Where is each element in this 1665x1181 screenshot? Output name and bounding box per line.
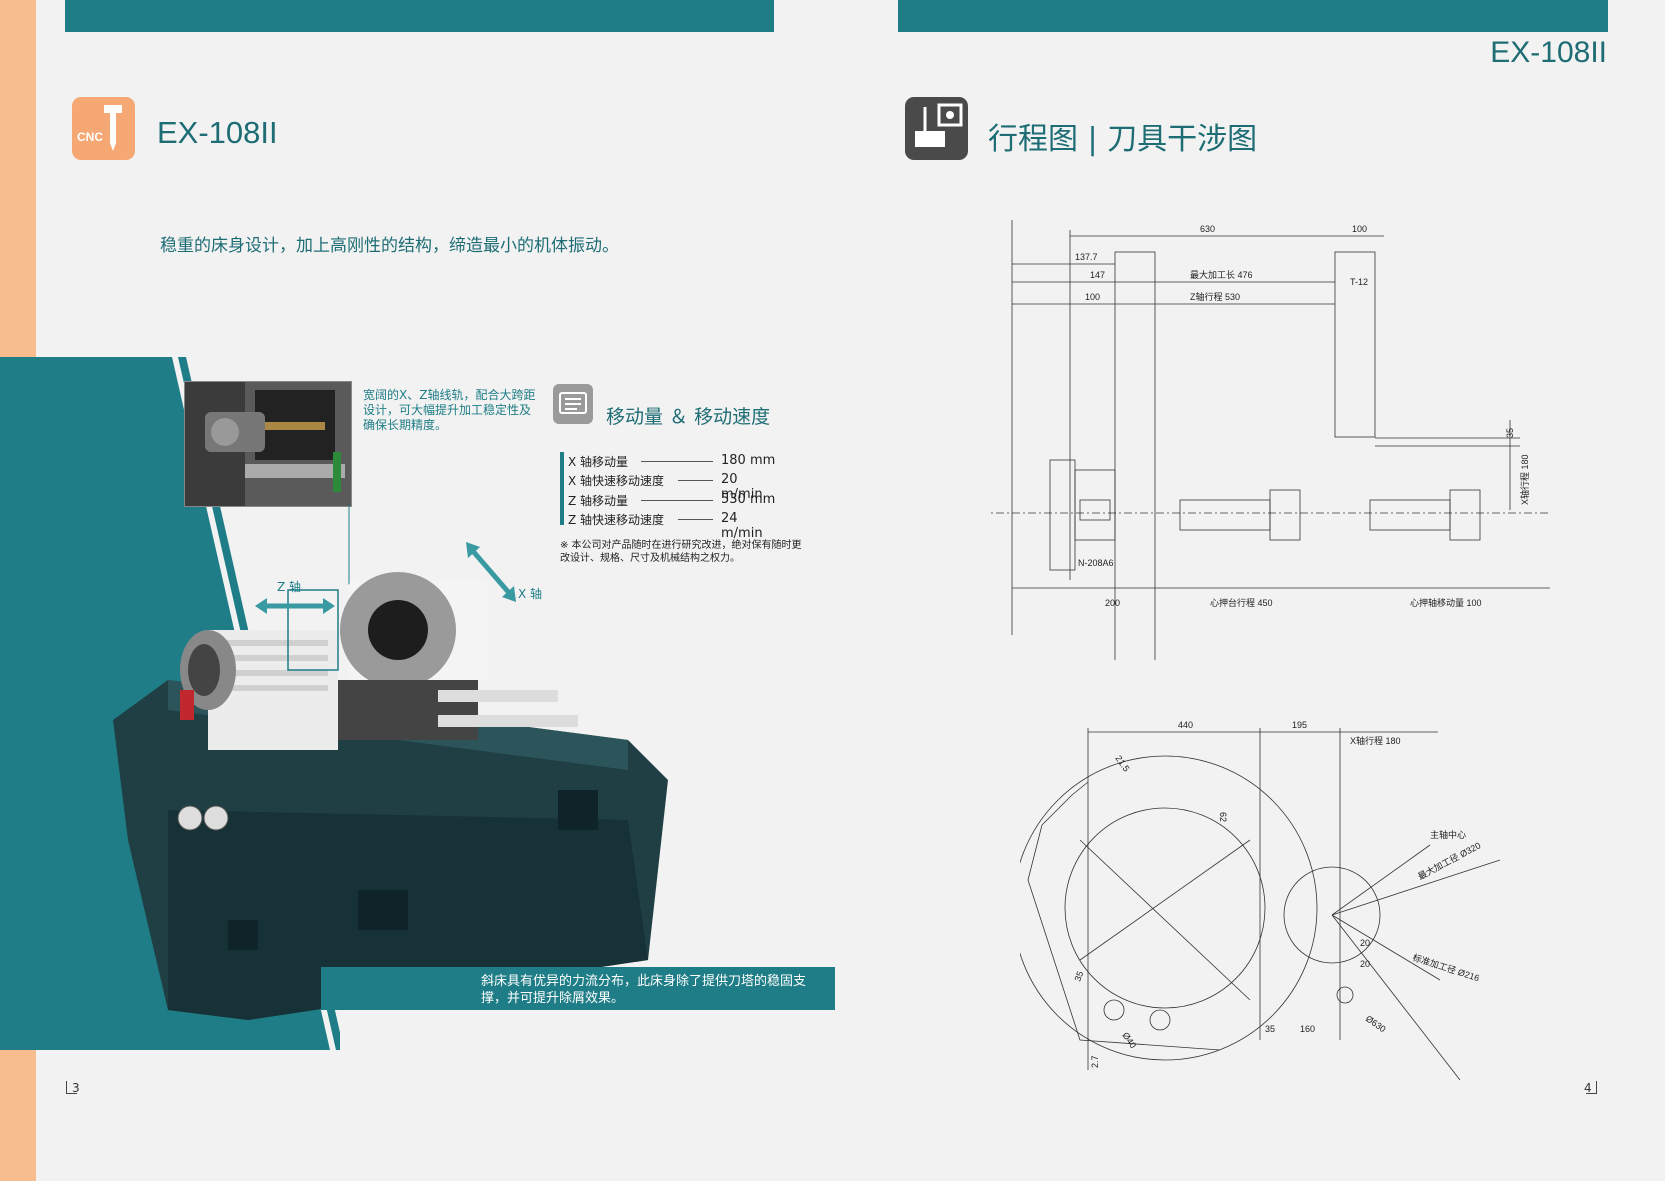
page-number-right: 4: [1584, 1081, 1592, 1095]
spec-value: 180 mm: [721, 453, 776, 468]
diagram-section-icon: [905, 97, 968, 160]
tool-t12: T-12: [1350, 277, 1368, 287]
spec-label: Z 轴快速移动速度: [568, 513, 665, 527]
dim-35a: 35: [1072, 970, 1085, 983]
spec-row: X 轴快速移动速度 20 m/min: [568, 472, 783, 502]
z-axis-arrow: [255, 598, 335, 614]
spec-leader: [678, 519, 713, 520]
dim-tailstock-stroke: 心押台行程 450: [1210, 597, 1273, 608]
page-mark-left: [66, 1081, 77, 1094]
dim-137: 137.7: [1075, 252, 1098, 262]
spec-label: X 轴移动量: [568, 455, 629, 469]
spec-leader: [641, 461, 713, 462]
x-axis-label: X 轴: [518, 587, 543, 601]
dim-440: 440: [1178, 720, 1193, 730]
spec-value: 20 m/min: [721, 472, 763, 502]
page-number-left: 3: [72, 1081, 80, 1095]
interference-diagram: 440 195 X轴行程 180 21.5 62 主轴中心 最大加工径 Ø320…: [1020, 720, 1501, 1081]
cnc-icon-text: CNC: [77, 130, 103, 144]
dim-z-stroke: Z轴行程 530: [1190, 291, 1240, 302]
dim-35: 35: [1505, 428, 1515, 438]
spec-leader: [641, 500, 713, 501]
disclaimer-remark: ※ 本公司对产品随时在进行研究改进，绝对保有随时更改设计、规格、尺寸及机械结构之…: [560, 540, 802, 564]
dim-20b: 20: [1360, 959, 1370, 969]
page-title: EX-108II: [157, 115, 278, 150]
dim-195: 195: [1292, 720, 1307, 730]
dim-630: 630: [1200, 224, 1215, 234]
spindle-center-label: 主轴中心: [1430, 829, 1466, 840]
dim-100b: 100: [1085, 292, 1100, 302]
x-axis-arrow: [466, 542, 516, 602]
dim-100: 100: [1352, 224, 1367, 234]
chuck-model: N-208A6: [1078, 558, 1114, 568]
tagline: 稳重的床身设计，加上高刚性的结构，缔造最小的机体振动。: [160, 236, 619, 256]
spec-leader: [678, 480, 713, 481]
spec-value: 530 mm: [721, 492, 776, 507]
spec-label: X 轴快速移动速度: [568, 474, 665, 488]
dim-21: 21.5: [1113, 753, 1131, 773]
dim-62: 62: [1218, 812, 1228, 822]
dim-35b: 35: [1265, 1024, 1275, 1034]
dim-200: 200: [1105, 598, 1120, 608]
model-corner: EX-108II: [1490, 36, 1607, 69]
dim-160: 160: [1300, 1024, 1315, 1034]
z-axis-label: Z 轴: [277, 580, 302, 594]
specs-accent-bar: [560, 452, 564, 525]
spec-row: X 轴移动量 180 mm: [568, 453, 783, 471]
specs-section-icon: [553, 384, 593, 424]
dim-x-stroke: X轴行程 180: [1350, 735, 1401, 746]
bed-description-text: 斜床具有优异的力流分布，此床身除了提供刀塔的稳固支撑，并可提升除屑效果。: [481, 974, 807, 1006]
dim-20a: 20: [1360, 938, 1370, 948]
page-mark-right: [1586, 1081, 1597, 1094]
bed-description-band: [321, 967, 835, 1010]
diagram-section-title: 行程图 | 刀具干涉图: [988, 122, 1258, 157]
dim-tailstock-move: 心押轴移动量 100: [1410, 597, 1482, 608]
dim-630: Ø630: [1364, 1013, 1388, 1034]
spec-row: Z 轴移动量 530 mm: [568, 492, 783, 510]
specs-section-title: 移动量 ＆ 移动速度: [606, 406, 771, 428]
dim-147: 147: [1090, 270, 1105, 280]
dim-max-length: 最大加工长 476: [1190, 269, 1253, 280]
linear-guide-note: 宽阔的X、Z轴线轨，配合大跨距设计，可大幅提升加工稳定性及确保长期精度。: [363, 388, 536, 432]
spec-label: Z 轴移动量: [568, 494, 629, 508]
max-diameter-label: 最大加工径 Ø320: [1416, 839, 1483, 881]
dim-x-stroke: X轴行程 180: [1519, 454, 1530, 505]
cnc-icon: [72, 97, 135, 160]
linear-guide-photo: [184, 381, 352, 507]
top-bar-right: [898, 0, 1608, 32]
dim-27: 2.7: [1090, 1055, 1100, 1068]
dim-40: Ø40: [1120, 1030, 1138, 1050]
machine-illustration: [113, 572, 668, 1020]
std-diameter-label: 标准加工径 Ø216: [1411, 951, 1481, 983]
top-bar-left: [65, 0, 774, 32]
spec-row: Z 轴快速移动速度 24 m/min: [568, 511, 783, 541]
stroke-diagram: 630 100 137.7 147 最大加工长 476 T-12 100 Z轴行…: [990, 220, 1550, 660]
spec-value: 24 m/min: [721, 511, 763, 541]
